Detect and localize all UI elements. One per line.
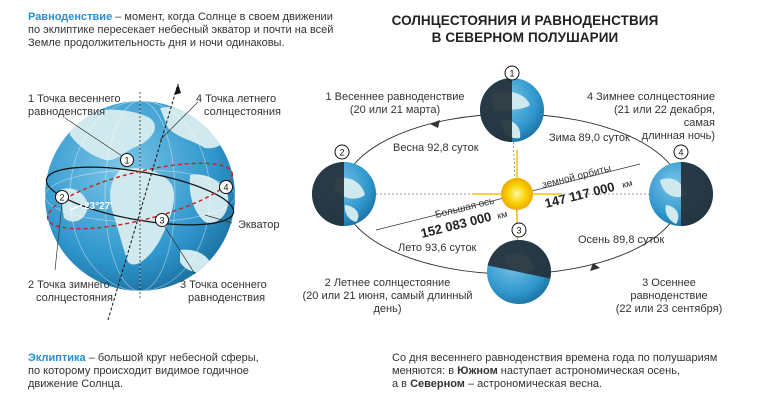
angle-label: 23°27' <box>84 201 113 212</box>
orbit-label-4: 4 Зимнее солнцестояние(21 или 22 декабря… <box>586 91 715 142</box>
season-winter: Зима 89,0 суток <box>549 132 630 144</box>
equinox-def-line2: по эклиптике пересекает небесный экватор… <box>28 24 334 36</box>
note-line1: Со дня весеннего равноденствия времена г… <box>392 352 718 364</box>
ecliptic-def-line1: – большой круг небесной сферы, <box>85 352 259 364</box>
axis-arrow <box>174 84 181 95</box>
title-line2: В СЕВЕРНОМ ПОЛУШАРИИ <box>431 30 619 45</box>
equinox-def-line1: – момент, когда Солнце в своем движении <box>112 11 333 23</box>
globe-point-2: 2 <box>55 190 69 204</box>
equator-line <box>45 166 235 226</box>
orbit-arrow-top <box>430 120 440 128</box>
equinox-term: Равноденствие <box>28 11 113 23</box>
equator-label: Экватор <box>238 219 280 231</box>
svg-text:4: 4 <box>678 148 683 158</box>
globe-leaders <box>54 101 233 275</box>
earth-2: 2 <box>312 144 376 226</box>
svg-text:1: 1 <box>124 156 129 166</box>
svg-text:3: 3 <box>516 226 521 236</box>
note-line2: меняются: в Южном наступает астрономичес… <box>392 365 681 377</box>
season-autumn: Осень 89,8 суток <box>578 234 665 246</box>
globe-point-4: 4 <box>219 180 233 194</box>
globe-point-3: 3 <box>155 213 169 227</box>
ecliptic-line <box>46 162 234 230</box>
svg-text:1: 1 <box>509 69 514 79</box>
equinox-def-line3: Земле продолжительность дня и ночи одина… <box>28 37 285 49</box>
earth-3: 3 <box>487 222 551 304</box>
title-line1: СОЛНЦЕСТОЯНИЯ И РАВНОДЕНСТВИЯ <box>391 13 659 28</box>
diagram-title: СОЛНЦЕСТОЯНИЯ И РАВНОДЕНСТВИЯ В СЕВЕРНОМ… <box>380 12 670 46</box>
sun <box>501 178 533 210</box>
ecliptic-term: Эклиптика <box>28 352 86 364</box>
seasons-note: Со дня весеннего равноденствия времена г… <box>392 352 752 391</box>
earth-axis <box>107 83 179 321</box>
equinox-definition: Равноденствие – момент, когда Солнце в с… <box>28 11 358 50</box>
orbit-label-3: 3 Осеннее равноденствие(22 или 23 сентяб… <box>615 277 723 315</box>
major-axis-unit: км <box>496 209 508 221</box>
orbit-label-2: 2 Летнее солнцестояние(20 или 21 июня, с… <box>302 277 473 315</box>
season-spring: Весна 92,8 суток <box>393 142 479 154</box>
earth-4: 4 <box>649 144 713 226</box>
celestial-globe: 23°27' 1 2 3 4 <box>44 83 236 321</box>
orbit-distance-unit: км <box>621 178 633 190</box>
note-line3: а в Северном – астрономическая весна. <box>392 378 603 390</box>
ecliptic-def-line2: по которому происходит видимое годичное <box>28 365 249 377</box>
svg-text:4: 4 <box>223 183 228 193</box>
ecliptic-def-line3: движение Солнца. <box>28 378 124 390</box>
svg-text:2: 2 <box>59 193 64 203</box>
angle-marker <box>69 204 83 211</box>
orbit-label-1: 1 Весеннее равноденствие(20 или 21 марта… <box>325 91 465 116</box>
season-summer: Лето 93,6 суток <box>398 242 477 254</box>
orbit-arrow-bottom <box>590 263 600 271</box>
globe-point-1: 1 <box>120 153 134 167</box>
earth-1: 1 <box>480 65 544 142</box>
ecliptic-definition: Эклиптика – большой круг небесной сферы,… <box>28 352 328 391</box>
svg-text:3: 3 <box>159 216 164 226</box>
svg-text:2: 2 <box>339 148 344 158</box>
